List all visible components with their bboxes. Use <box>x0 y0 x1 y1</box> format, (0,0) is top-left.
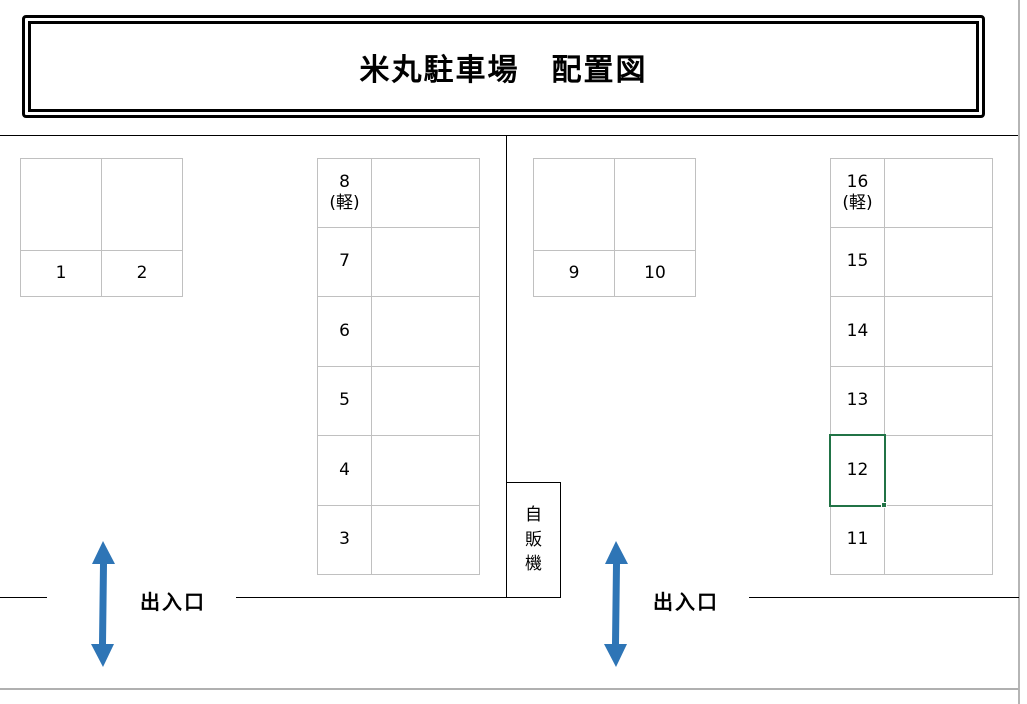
space-label-15[interactable]: 15 <box>830 227 885 297</box>
space-label-2[interactable]: 2 <box>101 250 183 297</box>
center-divider-line <box>506 135 507 597</box>
entrance-label-1: 出入口 <box>140 590 206 614</box>
space-label-10[interactable]: 10 <box>614 250 696 297</box>
title-frame: 米丸駐車場 配置図 <box>28 21 979 112</box>
space-10-body[interactable] <box>614 158 696 251</box>
selection-fill-handle[interactable] <box>881 502 887 508</box>
space-8-body[interactable] <box>371 158 480 228</box>
space-label-7[interactable]: 7 <box>317 227 372 297</box>
space-9-body[interactable] <box>533 158 615 251</box>
space-13-body[interactable] <box>884 366 993 436</box>
space-label-1[interactable]: 1 <box>20 250 102 297</box>
top-boundary-line <box>0 135 1019 136</box>
title-frame-outer <box>22 15 985 118</box>
page-title: 米丸駐車場 配置図 <box>359 52 648 88</box>
vending-machine: 自 販 機 <box>506 482 561 598</box>
space-label-14[interactable]: 14 <box>830 296 885 367</box>
space-6-body[interactable] <box>371 296 480 367</box>
space-3-body[interactable] <box>371 505 480 575</box>
space-5-body[interactable] <box>371 366 480 436</box>
space-7-body[interactable] <box>371 227 480 297</box>
space-4-body[interactable] <box>371 435 480 506</box>
space-label-11[interactable]: 11 <box>830 505 885 575</box>
space-label-9[interactable]: 9 <box>533 250 615 297</box>
space-12-body[interactable] <box>884 435 993 506</box>
space-1-body[interactable] <box>20 158 102 251</box>
double-arrow-vertical-icon <box>603 541 629 667</box>
space-label-8[interactable]: 8 (軽) <box>317 158 372 228</box>
street-line-3 <box>749 597 1019 598</box>
space-11-body[interactable] <box>884 505 993 575</box>
entrance-label-2: 出入口 <box>653 590 719 614</box>
space-2-body[interactable] <box>101 158 183 251</box>
vending-char-2: 販 <box>525 529 542 550</box>
street-line-1 <box>0 597 47 598</box>
page-break-line <box>0 688 1019 690</box>
street-line-2 <box>236 597 507 598</box>
vending-char-3: 機 <box>525 554 542 575</box>
space-label-6[interactable]: 6 <box>317 296 372 367</box>
vending-char-1: 自 <box>525 505 542 526</box>
space-label-12-selected[interactable]: 12 <box>829 434 886 507</box>
space-label-13[interactable]: 13 <box>830 366 885 436</box>
space-14-body[interactable] <box>884 296 993 367</box>
space-label-3[interactable]: 3 <box>317 505 372 575</box>
page-edge-right <box>1018 0 1020 704</box>
double-arrow-vertical-icon <box>90 541 116 667</box>
space-15-body[interactable] <box>884 227 993 297</box>
space-label-4[interactable]: 4 <box>317 435 372 506</box>
space-label-16[interactable]: 16 (軽) <box>830 158 885 228</box>
space-label-5[interactable]: 5 <box>317 366 372 436</box>
space-16-body[interactable] <box>884 158 993 228</box>
